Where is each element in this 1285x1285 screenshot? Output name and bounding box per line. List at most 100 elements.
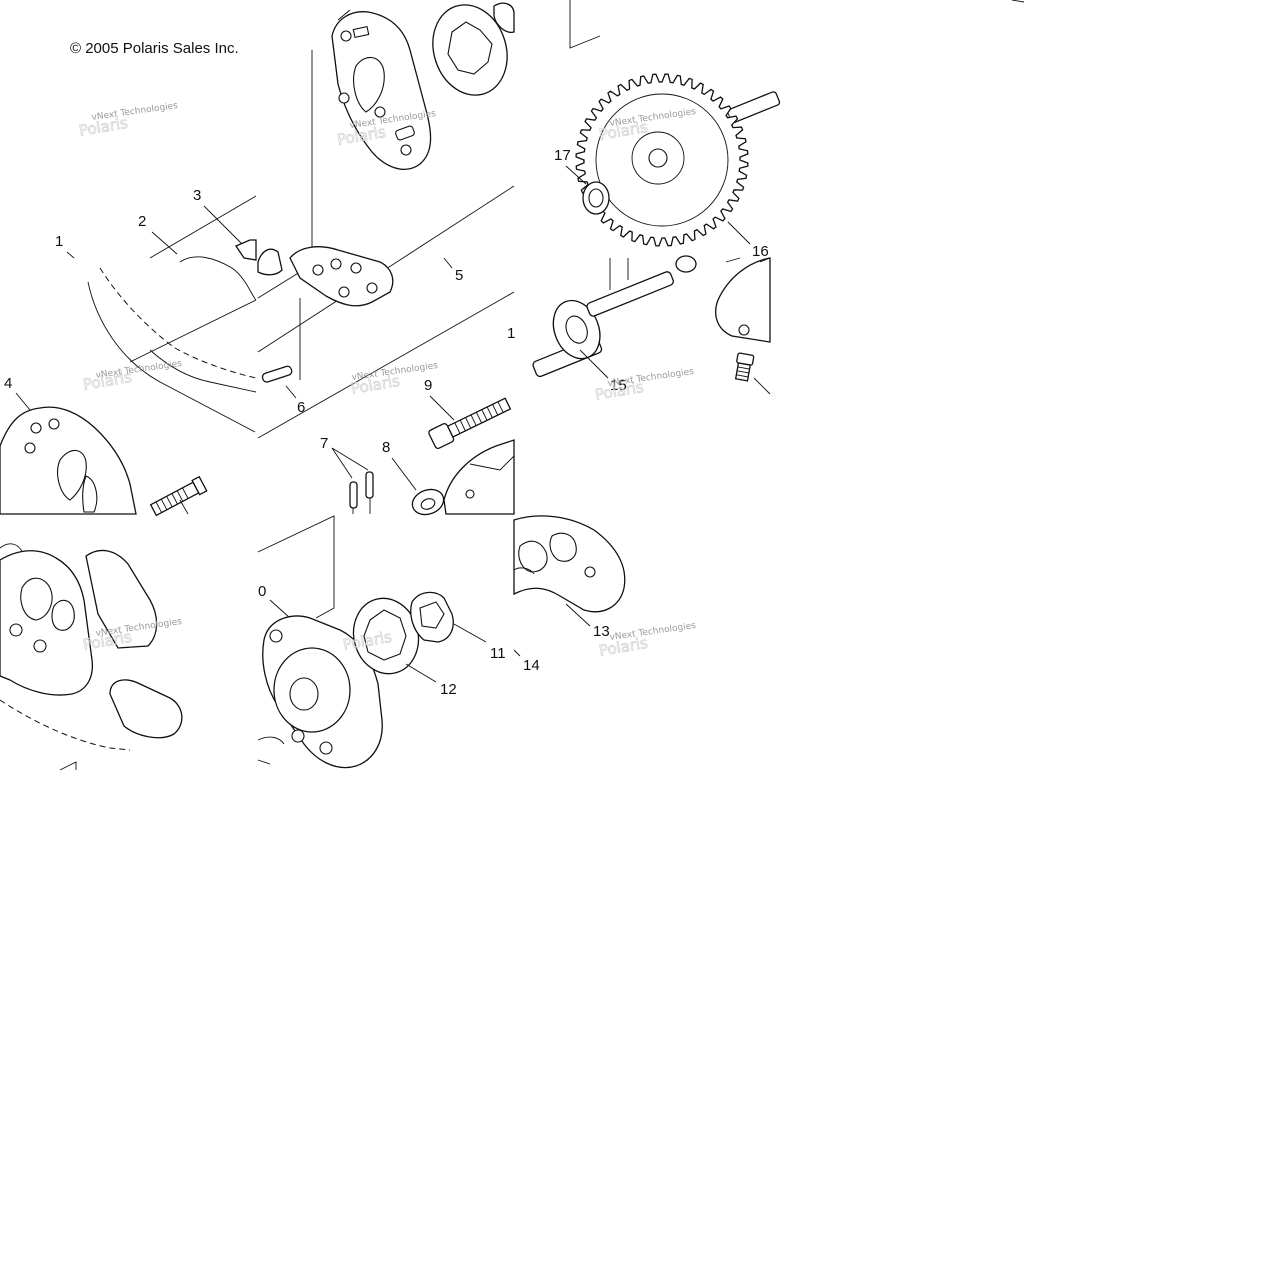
- copyright-text: © 2005 Polaris Sales Inc.: [70, 40, 239, 57]
- bolt-hole: [340, 30, 352, 42]
- callout-15: 15: [610, 377, 627, 394]
- bolt-small: [149, 475, 208, 517]
- oil-gallery: [20, 577, 53, 621]
- callout-14: 14: [523, 657, 540, 674]
- bolt-hole: [30, 422, 42, 434]
- watermark-text: vNext Technologies: [91, 101, 179, 123]
- dowel-pin-7a: [349, 481, 358, 509]
- pump-cover-edge: [443, 439, 515, 515]
- leader-4: [15, 392, 31, 411]
- watermark-text: vNext Technologies: [95, 359, 183, 381]
- tile-top-left: © 2005 Polaris Sales Inc. 1 2 3 Polaris …: [0, 40, 257, 517]
- callout-12: 12: [440, 681, 457, 698]
- bolt-hole: [374, 106, 386, 118]
- oil-passage: [353, 56, 385, 113]
- mount-lug: [109, 679, 183, 739]
- oil-passage: [82, 475, 98, 513]
- housing-edge: [257, 248, 283, 276]
- leader-3: [203, 205, 243, 245]
- slot-hole: [395, 125, 415, 141]
- leader-top: [337, 9, 351, 21]
- callout-1: 1: [55, 233, 63, 250]
- leader-6: [285, 385, 297, 399]
- leader-15: [579, 349, 609, 379]
- axis-line-b3: [257, 291, 515, 439]
- axis-line-a1: [149, 195, 257, 259]
- watermark-text: vNext Technologies: [607, 367, 695, 389]
- bolt-hole: [400, 144, 412, 156]
- tile-bottom-right: 13 14 Polaris vNext Technologies: [513, 515, 697, 674]
- stray-mark: [1011, 0, 1025, 3]
- callout-11: 11: [490, 645, 506, 662]
- pin-axis: [352, 498, 371, 514]
- axis-line-e1: [257, 515, 335, 619]
- pump-cavity-outline: [179, 256, 257, 301]
- callout-17: 17: [554, 147, 571, 164]
- callout-10: 0: [258, 583, 266, 600]
- callout-7: 7: [320, 435, 328, 452]
- callout-1-shaft: 1: [507, 325, 515, 342]
- leader-2: [151, 231, 178, 255]
- leader-13: [565, 603, 591, 627]
- leader-bolt: [179, 499, 189, 515]
- oil-gallery: [51, 599, 75, 631]
- callout-8: 8: [382, 439, 390, 456]
- bolt-hole: [24, 442, 36, 454]
- bolt-hole: [338, 92, 350, 104]
- axis-line-c1: [569, 0, 601, 49]
- bolt-hole: [330, 258, 342, 270]
- shaft-end: [675, 255, 697, 273]
- tile-bottom-middle: 0 12 11 Polaris: [257, 515, 506, 769]
- bolt-hole: [338, 286, 350, 298]
- slot-hole: [352, 25, 370, 39]
- gear-bore: [648, 148, 668, 168]
- pump-housing-lower: [289, 246, 394, 307]
- leader-11: [453, 623, 487, 643]
- callout-6: 6: [297, 399, 305, 416]
- leader-5: [443, 257, 453, 269]
- crankcase-flange: [149, 349, 257, 393]
- crankcase-half: [0, 550, 94, 696]
- dowel-pin-3: [235, 239, 257, 261]
- bolt-hole: [366, 282, 378, 294]
- leader-12: [405, 663, 437, 683]
- bolt-hole: [350, 262, 362, 274]
- axis-line-a2: [129, 299, 257, 363]
- shaft-axis: [609, 258, 629, 290]
- case-boss: [85, 549, 158, 649]
- callout-4: 4: [4, 375, 12, 392]
- bolt-9: [428, 397, 512, 450]
- leader-17: [565, 165, 587, 185]
- leader-1: [66, 251, 75, 259]
- cover-detail: [469, 455, 515, 471]
- bolt-hole: [48, 418, 60, 430]
- crankcase-hidden-line: [99, 267, 257, 379]
- leader-8: [391, 457, 417, 491]
- tile-top-right: Polaris vNext Technologies 17 16 1 15 Po…: [507, 0, 781, 404]
- callout-16: 16: [752, 243, 769, 260]
- callout-3: 3: [193, 187, 201, 204]
- leader-16: [727, 221, 751, 245]
- tile-bottom-left: Polaris vNext Technologies: [0, 543, 183, 771]
- leader-10: [269, 599, 291, 619]
- screw-14: [734, 352, 755, 382]
- oil-passage: [57, 449, 87, 501]
- gasket-13: [513, 515, 626, 613]
- callout-2: 2: [138, 213, 146, 230]
- callout-13: 13: [593, 623, 610, 640]
- pump-cover-right: [715, 257, 771, 343]
- pump-shaft-15: [532, 271, 674, 378]
- axis-line-b4: [257, 271, 301, 299]
- callout-9: 9: [424, 377, 432, 394]
- inner-rotor: [447, 21, 493, 75]
- watermark-text: vNext Technologies: [609, 621, 697, 643]
- leader-9: [429, 395, 455, 421]
- dowel-pin-7b: [365, 471, 374, 499]
- rotor-12-lobes: [363, 609, 407, 661]
- crankcase-edge: [87, 281, 256, 433]
- rotor-edge: [493, 2, 515, 33]
- leader-14: [513, 649, 521, 657]
- dowel-pin-6: [261, 365, 293, 383]
